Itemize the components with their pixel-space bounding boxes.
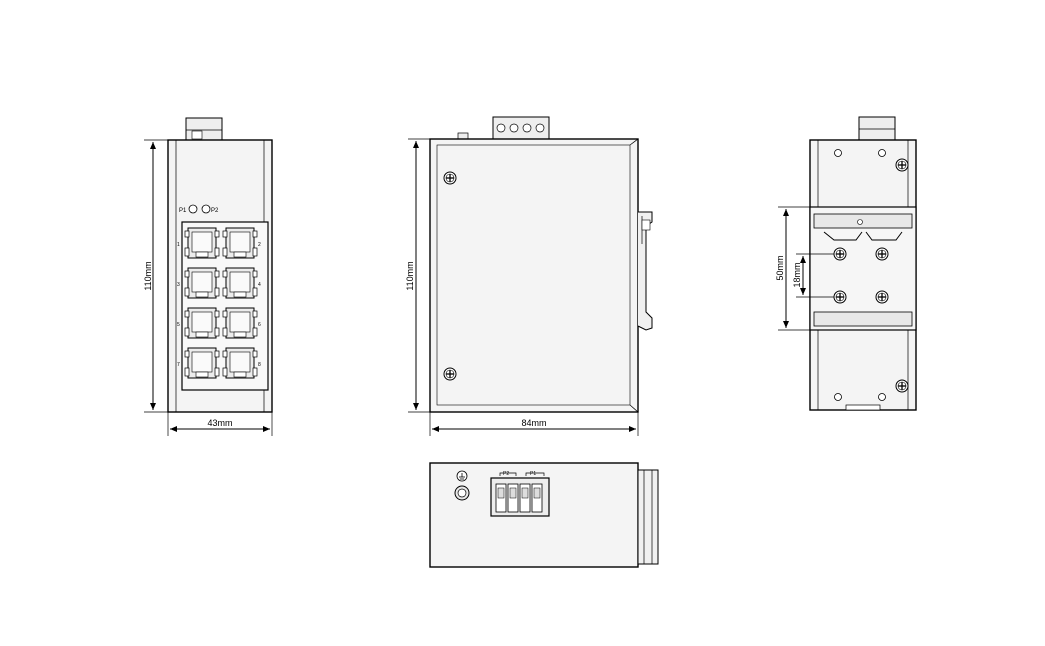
- rear-screw-top: [895, 158, 909, 172]
- led-p2: [201, 204, 211, 214]
- port-number-6: 6: [258, 322, 261, 328]
- port-number-5: 5: [177, 322, 180, 328]
- side-screw-bottom: [443, 367, 457, 381]
- port-number-7: 7: [177, 362, 180, 368]
- port-number-3: 3: [177, 282, 180, 288]
- rj45-port-6: [222, 307, 258, 339]
- front-view: P1 P2 1 2 3 4 5 6 7 8 110mm 43mm: [143, 117, 273, 436]
- terminal-label-p1: P1: [530, 471, 536, 477]
- terminal-label-p2: P2: [503, 471, 509, 477]
- led-label-p2: P2: [211, 208, 219, 214]
- top-view: P2 P1: [429, 462, 659, 568]
- din-clip: [637, 211, 653, 331]
- led-label-p1: P1: [179, 208, 187, 214]
- port-number-4: 4: [258, 282, 261, 288]
- rear-top-connector: [858, 116, 896, 141]
- rj45-port-4: [222, 267, 258, 299]
- rj45-port-7: [184, 347, 220, 379]
- front-top-connector: [185, 117, 223, 141]
- rj45-port-8: [222, 347, 258, 379]
- hole-spacing-dim: 18mm: [792, 262, 802, 287]
- side-panel-body: [429, 138, 639, 413]
- side-view: 110mm 84mm: [405, 116, 653, 436]
- rail-screw-2: [875, 247, 889, 261]
- rail-screw-3: [833, 290, 847, 304]
- rail-height-dim: 50mm: [775, 255, 785, 280]
- port-number-1: 1: [177, 242, 180, 248]
- rail-screw-4: [875, 290, 889, 304]
- rj45-port-5: [184, 307, 220, 339]
- port-number-8: 8: [258, 362, 261, 368]
- rail-screw-1: [833, 247, 847, 261]
- front-width-dim: 43mm: [207, 418, 232, 428]
- rj45-port-3: [184, 267, 220, 299]
- side-screw-top: [443, 171, 457, 185]
- rear-view: 50mm 18mm: [775, 116, 917, 411]
- led-p1: [188, 204, 198, 214]
- rj45-port-2: [222, 227, 258, 259]
- side-height-dim: 110mm: [405, 261, 415, 290]
- rear-screw-bottom: [895, 379, 909, 393]
- side-width-dim: 84mm: [521, 418, 546, 428]
- front-height-dim: 110mm: [143, 261, 153, 290]
- port-number-2: 2: [258, 242, 261, 248]
- rj45-port-1: [184, 227, 220, 259]
- top-din-rail: [637, 469, 659, 565]
